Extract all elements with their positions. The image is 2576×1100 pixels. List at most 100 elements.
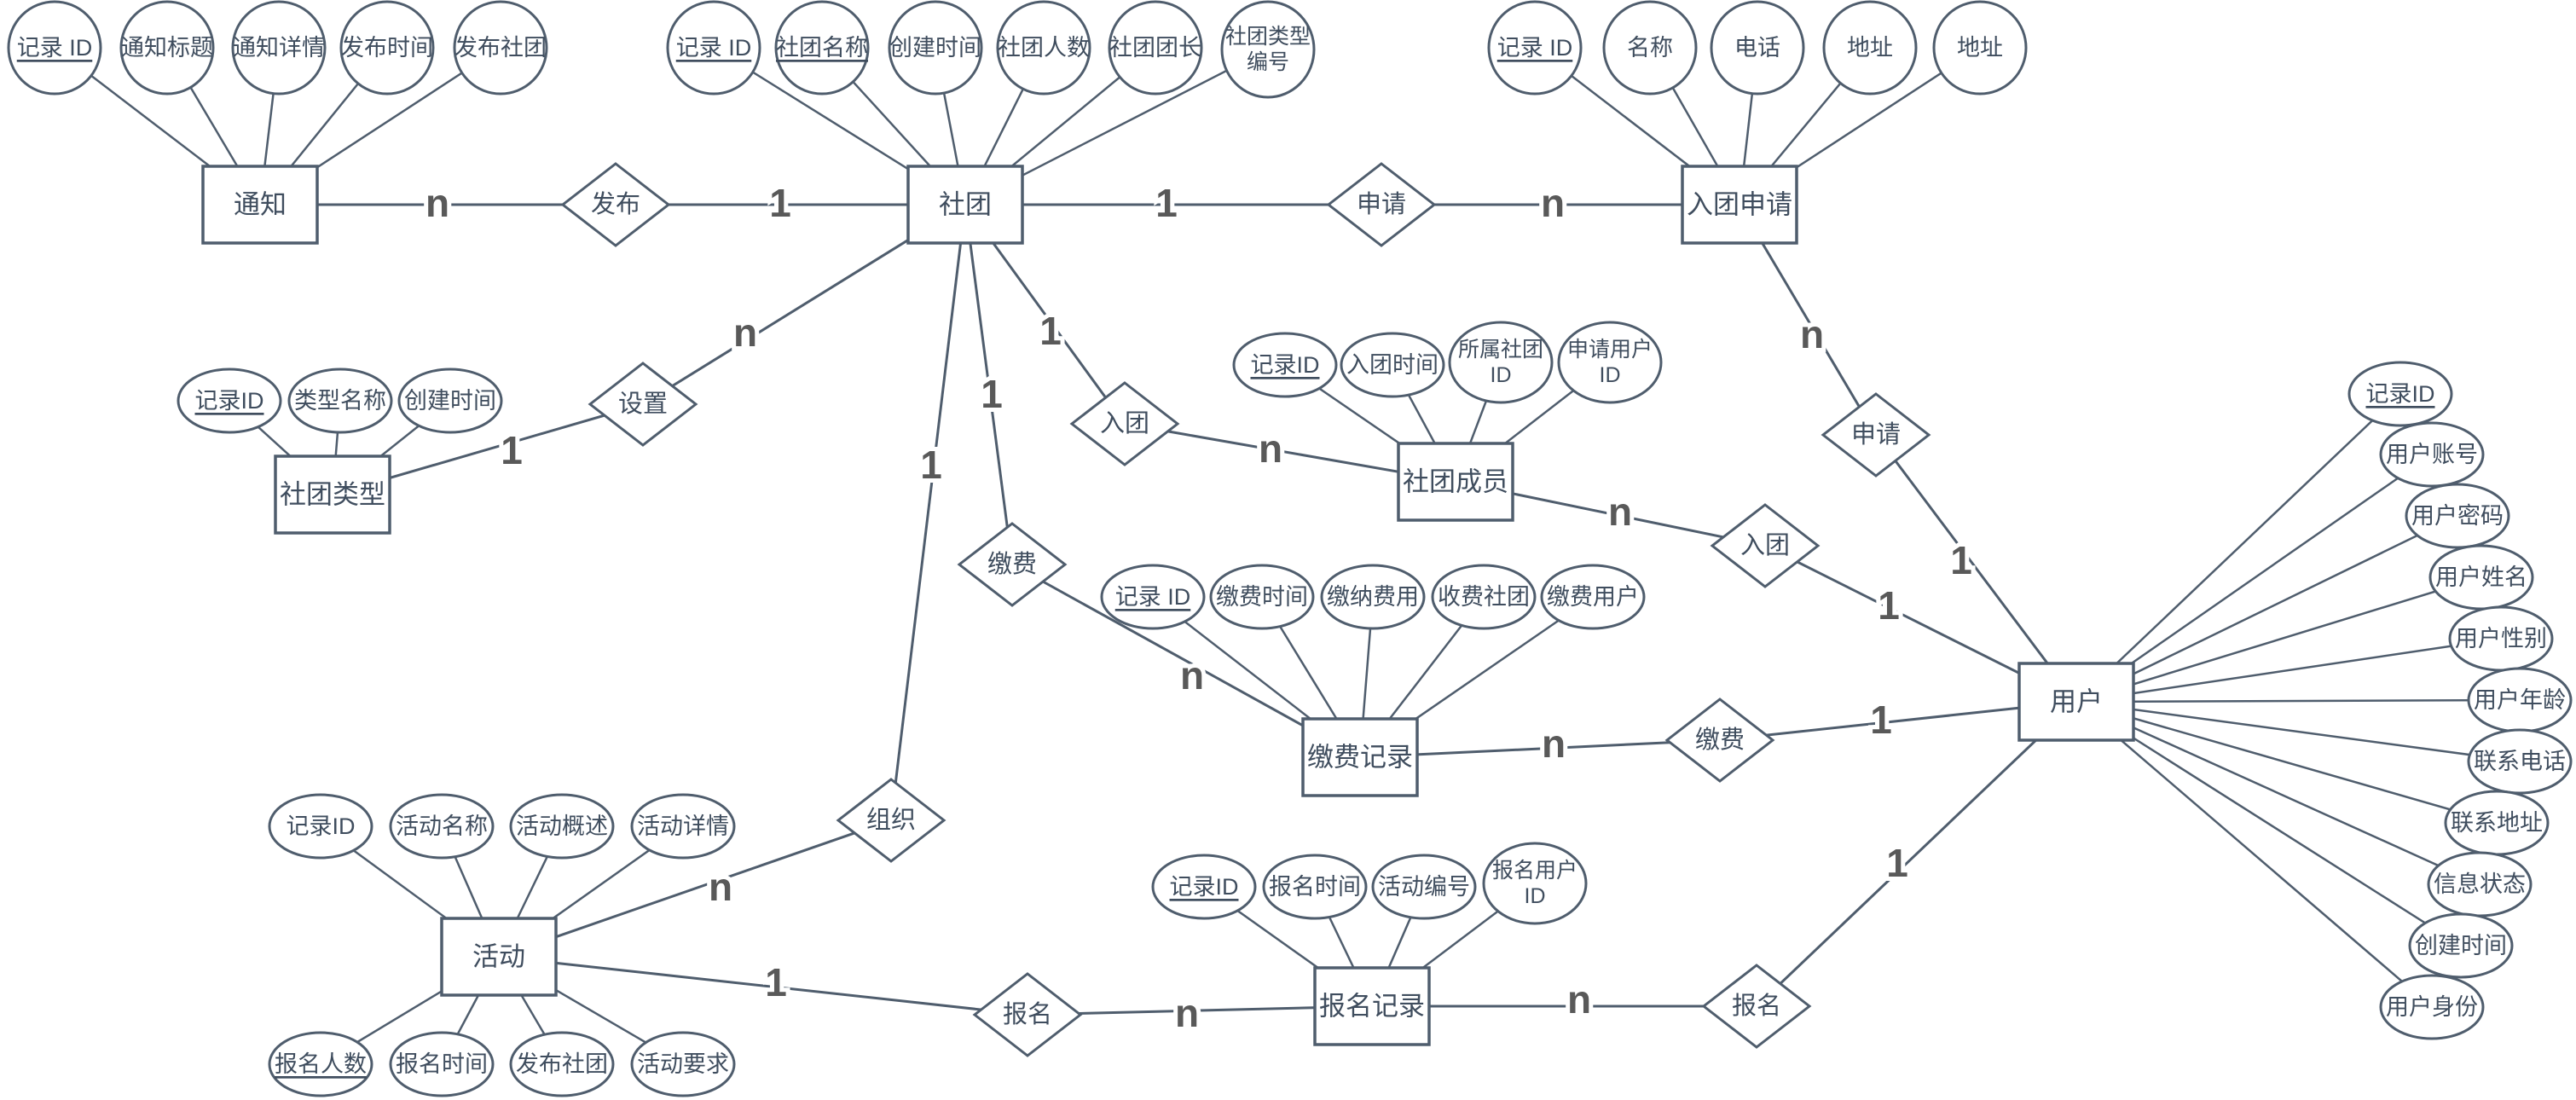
attribute-a_c3 (888, 0, 983, 96)
attribute-label-a_a8: 活动要求 (637, 1051, 729, 1077)
cardinality-label: n (1542, 721, 1566, 766)
attribute-connector (2075, 576, 2482, 703)
attribute-a_m2 (1340, 332, 1445, 398)
attribute-a_p2 (1209, 564, 1315, 630)
cardinality-label: n (1608, 489, 1632, 534)
attribute-a_a5 (268, 1031, 373, 1097)
entity-label-club: 社团 (939, 190, 992, 220)
attribute-connector (2075, 700, 2498, 825)
relationship-connector (498, 819, 892, 958)
attribute-label-a_u10: 创建时间 (2415, 933, 2507, 958)
relationship-connector (1755, 700, 2078, 1008)
attribute-label-a_u8: 联系地址 (2451, 810, 2543, 836)
attribute-label-a_r1: 记录ID (1170, 874, 1239, 900)
relationship-rel_rutuan_right (1710, 503, 1821, 588)
entity-label-club_type: 社团类型 (280, 480, 385, 510)
attribute-a_j3 (1710, 0, 1805, 96)
attribute-a_n2 (119, 0, 215, 96)
attribute-label-a_j5: 地址 (1957, 35, 2003, 61)
attribute-label-a_n1: 记录 ID (17, 35, 93, 61)
attribute-a_a7 (509, 1031, 615, 1097)
relationship-rel_baoming_left (972, 972, 1083, 1057)
attribute-label-a_p4: 收费社团 (1438, 584, 1530, 610)
relationship-label-rel_baoming_right: 报名 (1732, 992, 1781, 1020)
attribute-a_a1 (268, 793, 373, 860)
entity-join_app (1681, 165, 1798, 245)
attribute-label-a_c6: 社团类型编号 (1225, 25, 1311, 74)
attribute-a_r1 (1151, 854, 1257, 920)
attribute-connector (2075, 701, 2433, 1008)
relationship-label-rel_fabu: 发布 (591, 190, 640, 218)
attribute-a_j5 (1932, 0, 2028, 96)
attribute-a_p5 (1540, 564, 1646, 630)
attribute-a_p1 (1100, 564, 1206, 630)
cardinality-label: 1 (1950, 538, 1972, 582)
relationship-connector (1359, 738, 1721, 759)
attribute-a_u10 (2408, 912, 2514, 979)
relationship-connector (964, 204, 1014, 565)
entity-notice (201, 165, 319, 245)
entity-reg_rec (1313, 966, 1431, 1046)
attribute-label-a_r2: 报名时间 (1269, 874, 1361, 900)
cardinality-label: 1 (1155, 181, 1178, 225)
entity-label-member: 社团成员 (1403, 467, 1508, 497)
attribute-label-a_u11: 用户身份 (2386, 994, 2478, 1020)
attribute-label-a_a7: 发布社团 (516, 1051, 608, 1077)
relationship-label-rel_zuzhi: 组织 (866, 806, 916, 834)
attribute-label-a_p5: 缴费用户 (1547, 584, 1639, 610)
relationship-label-rel_shezhi: 设置 (618, 391, 668, 418)
relationship-connector (498, 955, 1028, 1016)
attribute-label-a_a5: 报名人数 (275, 1051, 367, 1077)
entity-label-pay_rec: 缴费记录 (1307, 743, 1413, 773)
relationship-connector (1874, 434, 2078, 703)
cardinality-label: 1 (1878, 583, 1900, 628)
attribute-a_p4 (1431, 564, 1537, 630)
attribute-a_a4 (630, 793, 736, 860)
attribute-label-a_p3: 缴纳费用 (1327, 584, 1419, 610)
relationship-rel_shenqing_top (1326, 162, 1437, 247)
attribute-a_c5 (1108, 0, 1203, 96)
attribute-label-a_t2: 类型名称 (294, 388, 386, 414)
attribute-label-a_a4: 活动详情 (637, 813, 729, 839)
entity-label-activity: 活动 (472, 942, 525, 972)
attribute-connector (2075, 637, 2502, 703)
attribute-label-a_a1: 记录ID (287, 813, 356, 839)
attribute-label-a_t1: 记录ID (195, 388, 264, 414)
attribute-label-a_m1: 记录ID (1251, 352, 1320, 378)
attribute-label-a_u1: 记录ID (2366, 381, 2435, 407)
cardinality-label: 1 (1870, 698, 1892, 742)
attribute-a_u11 (2379, 974, 2485, 1040)
attribute-label-a_n5: 发布社团 (454, 35, 547, 61)
attribute-a_m1 (1232, 332, 1338, 398)
entity-club_type (274, 454, 391, 535)
relationship-rel_jiaofei_right (1664, 698, 1775, 783)
relationship-rel_fabu (560, 162, 671, 247)
attribute-a_c1 (666, 0, 761, 96)
attribute-label-a_n4: 发布时间 (341, 35, 433, 61)
attribute-connector (2075, 698, 2521, 703)
attribute-label-a_u7: 联系电话 (2474, 749, 2566, 774)
cardinality-label: n (733, 310, 757, 355)
attribute-a_c4 (996, 0, 1091, 96)
attribute-connector (2075, 700, 2521, 763)
attribute-label-a_u2: 用户账号 (2386, 442, 2478, 467)
attribute-a_c6 (1220, 0, 1316, 99)
attribute-connector (2075, 393, 2401, 703)
attribute-a_m4 (1557, 321, 1663, 404)
relationship-rel_rutuan_left (1069, 381, 1180, 466)
cardinality-label: 1 (981, 372, 1003, 416)
attribute-a_u7 (2467, 728, 2573, 795)
relationship-rel_zuzhi (836, 778, 946, 863)
relationship-rel_shenqing_right (1821, 392, 1931, 478)
cardinality-label: n (709, 865, 732, 909)
cardinality-label: 1 (920, 443, 942, 487)
attribute-label-a_j1: 记录 ID (1497, 35, 1573, 61)
cardinality-label: 1 (765, 960, 787, 1004)
attribute-label-a_t3: 创建时间 (404, 388, 496, 414)
relationship-label-rel_shenqing_right: 申请 (1851, 420, 1901, 449)
attribute-a_c2 (774, 0, 870, 96)
